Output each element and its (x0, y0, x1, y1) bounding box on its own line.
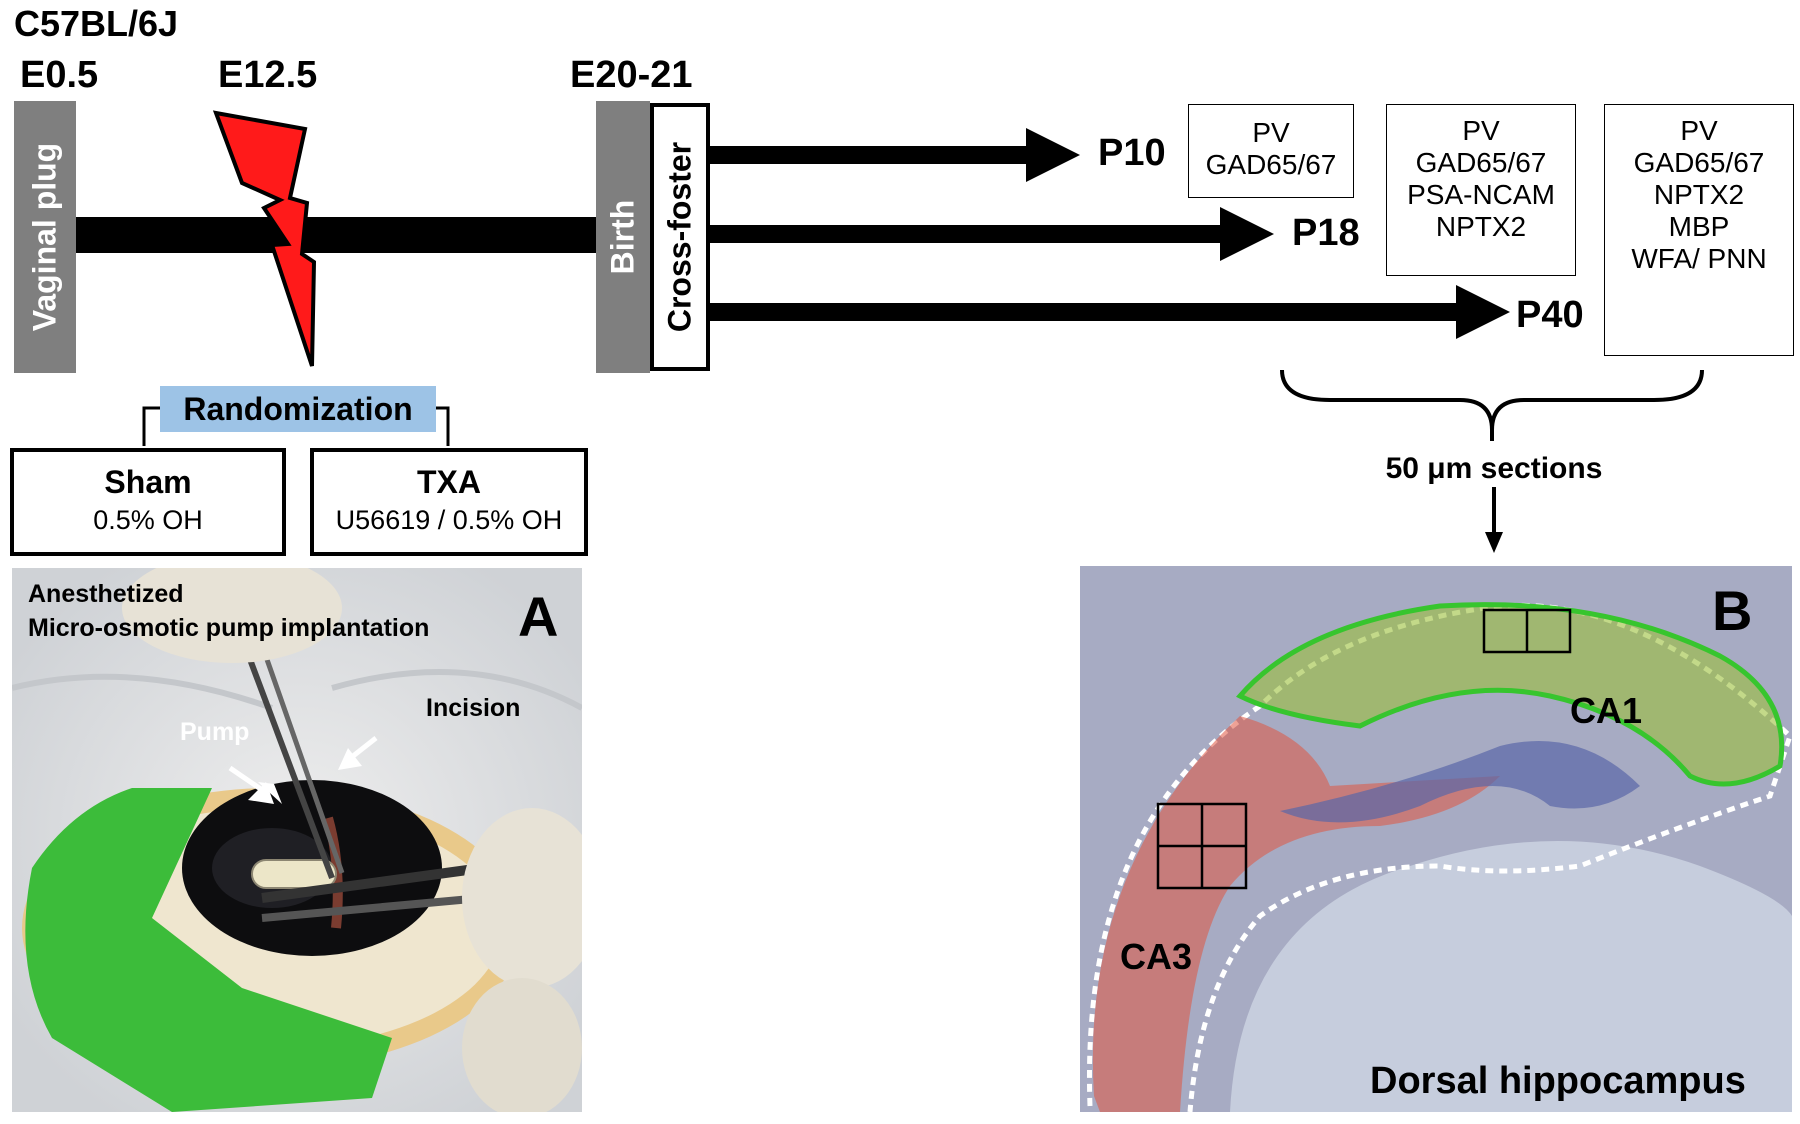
marker-p40-4: WFA/ PNN (1631, 243, 1767, 274)
randomization-connectors (142, 406, 450, 446)
birth-bar: Birth (596, 101, 650, 373)
lightning-bolt-icon (212, 110, 317, 367)
marker-p18-1: GAD65/67 (1415, 147, 1547, 178)
marker-p40-0: PV (1680, 115, 1718, 146)
timepoint-e0-5: E0.5 (20, 54, 99, 96)
marker-box-p40: PV GAD65/67 NPTX2 MBP WFA/ PNN (1604, 104, 1794, 356)
arrow-to-p18 (710, 207, 1274, 261)
timepoint-e20-21: E20-21 (570, 54, 693, 96)
down-arrow-head (1485, 532, 1503, 553)
arrow-to-p40 (710, 285, 1510, 339)
txa-title: TXA (417, 464, 481, 500)
ca1-label: CA1 (1570, 690, 1643, 731)
arrow-to-p10 (710, 128, 1080, 182)
timepoint-e12-5: E12.5 (218, 54, 318, 96)
sections-label: 50 μm sections (1385, 452, 1603, 485)
green-drape (25, 788, 392, 1112)
ca3-label: CA3 (1120, 936, 1193, 977)
strain-title: C57BL/6J (14, 3, 179, 44)
incision-arrow-head (338, 748, 362, 770)
panel-a-caption-line2: Micro-osmotic pump implantation (28, 614, 430, 642)
marker-box-p18: PV GAD65/67 PSA-NCAM NPTX2 (1386, 104, 1576, 276)
panel-b-caption: Dorsal hippocampus (1370, 1060, 1746, 1102)
surgery-illustration (12, 568, 582, 1112)
marker-p40-1: GAD65/67 (1633, 147, 1765, 178)
ca1-region (1236, 602, 1785, 787)
endpoint-p18: P18 (1292, 212, 1360, 254)
incision-label: Incision (426, 694, 521, 722)
pump-label: Pump (180, 718, 250, 746)
ca3-counting-grid (1156, 802, 1248, 890)
txa-subtitle: U56619 / 0.5% OH (335, 505, 563, 535)
timeline-bar (74, 217, 600, 253)
panel-b-photo: B CA1 CA3 Dorsal hippocampus (1080, 566, 1792, 1112)
marker-p18-0: PV (1462, 115, 1500, 146)
panel-b-letter: B (1712, 579, 1753, 642)
hippocampus-illustration (1080, 566, 1792, 1112)
endpoint-p40: P40 (1516, 294, 1584, 336)
panel-a-photo: Anesthetized Micro-osmotic pump implanta… (12, 568, 582, 1112)
marker-box-p10: PV GAD65/67 (1188, 104, 1354, 198)
marker-p10-0: PV (1252, 117, 1290, 148)
marker-p18-2: PSA-NCAM (1407, 179, 1555, 210)
marker-p40-3: MBP (1668, 211, 1730, 242)
marker-p40-2: NPTX2 (1653, 179, 1745, 210)
ca3-region (1092, 716, 1500, 1112)
cross-foster-box: Cross-foster (650, 103, 710, 371)
vaginal-plug-bar: Vaginal plug (14, 101, 76, 373)
glove-right (462, 808, 582, 988)
panel-a-caption-line1: Anesthetized (28, 580, 184, 608)
ca1-counting-grid (1482, 608, 1572, 654)
sham-group-box: Sham 0.5% OH (10, 448, 286, 556)
txa-group-box: TXA U56619 / 0.5% OH (310, 448, 588, 556)
pump-icon (251, 859, 337, 889)
sham-subtitle: 0.5% OH (93, 505, 203, 535)
panel-a-letter: A (518, 585, 559, 648)
randomization-label: Randomization (160, 386, 436, 432)
marker-p10-1: GAD65/67 (1205, 149, 1337, 180)
curly-brace (1280, 369, 1704, 431)
endpoint-p10: P10 (1098, 132, 1166, 174)
marker-p18-3: NPTX2 (1435, 211, 1527, 242)
glove-top (122, 568, 342, 663)
pump-arrow-head (248, 782, 274, 804)
sham-title: Sham (104, 464, 192, 500)
